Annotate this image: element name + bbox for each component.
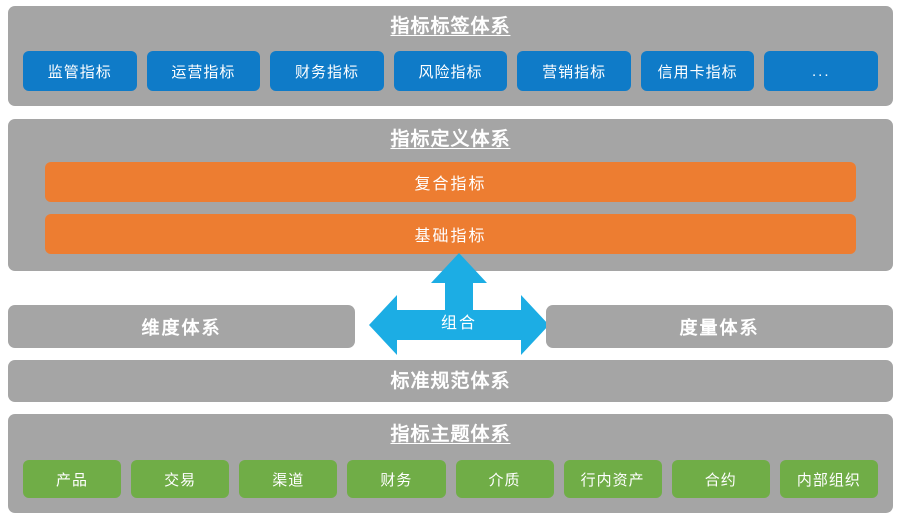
tag-chip-marketing[interactable]: 营销指标 [517, 51, 631, 91]
section-standard-system-title: 标准规范体系 [390, 370, 511, 392]
tag-chip-row: 监管指标 运营指标 财务指标 风险指标 营销指标 信用卡指标 ... [18, 51, 883, 91]
definition-bar-basic[interactable]: 基础指标 [45, 214, 856, 254]
subject-chip-internal-org[interactable]: 内部组织 [779, 460, 878, 498]
tag-chip-risk[interactable]: 风险指标 [393, 51, 508, 91]
subject-chip-internal-assets[interactable]: 行内资产 [563, 460, 662, 498]
subject-chip-finance[interactable]: 财务 [347, 460, 446, 498]
tag-chip-operations[interactable]: 运营指标 [146, 51, 261, 91]
tag-chip-regulatory[interactable]: 监管指标 [23, 51, 137, 91]
section-dimension-system: 维度体系 [8, 305, 355, 348]
subject-chip-row: 产品 交易 渠道 财务 介质 行内资产 合约 内部组织 [18, 460, 883, 498]
section-subject-system: 指标主题体系 产品 交易 渠道 财务 介质 行内资产 合约 内部组织 [8, 414, 893, 513]
subject-chip-transaction[interactable]: 交易 [131, 460, 230, 498]
subject-chip-medium[interactable]: 介质 [455, 460, 554, 498]
section-definition-system: 指标定义体系 复合指标 基础指标 [8, 119, 893, 271]
section-measure-system-title: 度量体系 [679, 317, 760, 338]
tag-chip-finance[interactable]: 财务指标 [270, 51, 384, 91]
definition-bar-group: 复合指标 基础指标 [18, 162, 883, 254]
dimension-measure-row: 维度体系 组合 度量体系 [8, 253, 893, 355]
tag-chip-credit-card[interactable]: 信用卡指标 [640, 51, 755, 91]
section-dimension-system-title: 维度体系 [141, 317, 222, 338]
section-measure-system: 度量体系 [546, 305, 893, 348]
subject-chip-channel[interactable]: 渠道 [239, 460, 338, 498]
section-tag-system: 指标标签体系 监管指标 运营指标 财务指标 风险指标 营销指标 信用卡指标 ..… [8, 6, 893, 106]
section-tag-system-title: 指标标签体系 [390, 16, 511, 37]
section-subject-system-title: 指标主题体系 [390, 424, 511, 445]
subject-chip-product[interactable]: 产品 [23, 460, 122, 498]
definition-bar-composite[interactable]: 复合指标 [45, 162, 856, 202]
subject-chip-contract[interactable]: 合约 [671, 460, 770, 498]
section-definition-system-title: 指标定义体系 [390, 129, 511, 150]
section-standard-system: 标准规范体系 [8, 360, 893, 402]
combine-arrow-label: 组合 [440, 315, 477, 332]
tag-chip-more[interactable]: ... [764, 51, 879, 91]
